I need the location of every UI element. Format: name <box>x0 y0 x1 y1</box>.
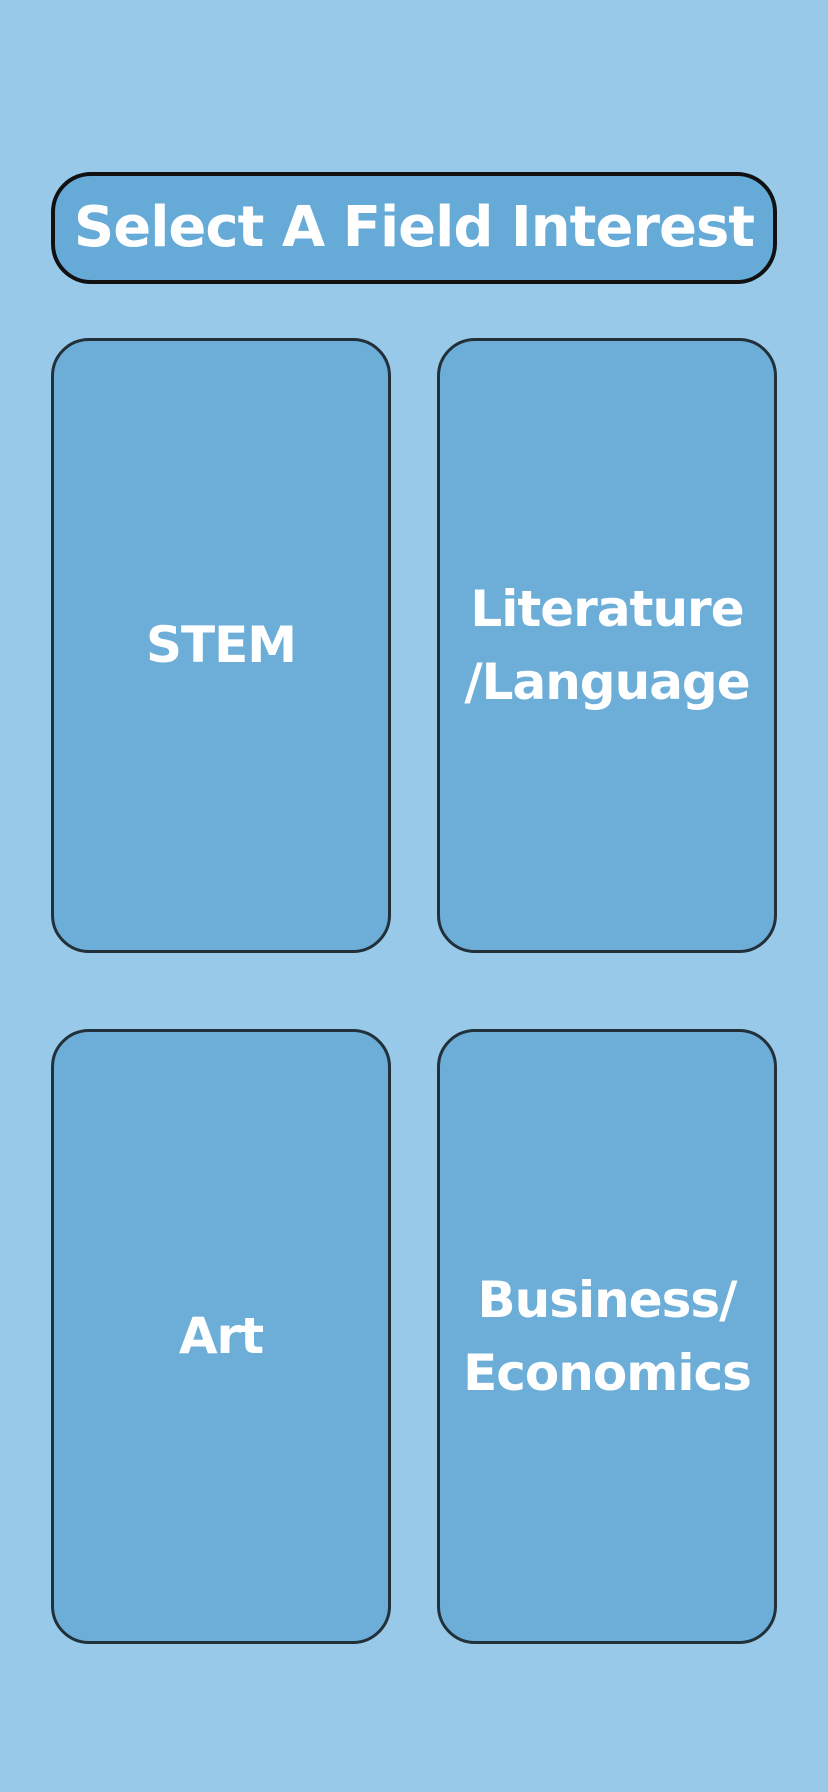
page-title-banner: Select A Field Interest <box>51 172 777 284</box>
field-option-stem[interactable]: STEM <box>51 338 391 953</box>
field-option-label: Literature /Language <box>464 580 750 711</box>
field-option-business-economics[interactable]: Business/ Economics <box>437 1029 777 1644</box>
field-option-label: Business/ Economics <box>463 1271 752 1402</box>
field-option-literature-language[interactable]: Literature /Language <box>437 338 777 953</box>
field-option-art[interactable]: Art <box>51 1029 391 1644</box>
page-title: Select A Field Interest <box>73 195 755 260</box>
field-option-label: Art <box>178 1307 264 1366</box>
field-option-label: STEM <box>145 616 297 675</box>
